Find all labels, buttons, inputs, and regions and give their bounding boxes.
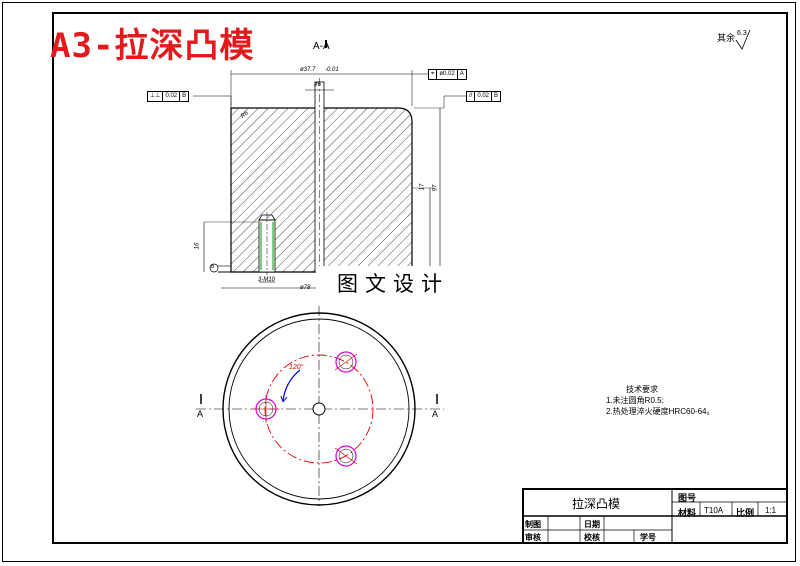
- drawing-no-label: 图号: [678, 493, 697, 503]
- dim-top-width: ø37.7: [300, 67, 316, 73]
- roughness-prefix: 其余: [717, 33, 736, 43]
- student-no-label: 学号: [640, 533, 656, 542]
- outer-circle: [222, 312, 416, 506]
- title-block: 拉深凸模 图号 材料 T10A 比例 1:1 制图 审核 日期 校核 学号: [522, 488, 788, 544]
- position-icon: ⌖: [429, 70, 438, 79]
- tolerance-frame-left: ⊥⊥ 0.02 B: [147, 91, 190, 102]
- datum-b-label: B: [211, 264, 215, 270]
- roughness-icon: [735, 29, 751, 50]
- reviewed-label: 校核: [584, 533, 600, 542]
- dim-top-tol: -0.01: [325, 67, 339, 73]
- parallel-icon: ⊥⊥: [148, 92, 164, 101]
- center-hole: [312, 402, 326, 416]
- part-name: 拉深凸模: [572, 497, 621, 511]
- tech-item-2: 2.热处理淬火硬度HRC60-64。: [606, 407, 715, 416]
- tech-requirements: 技术要求 1.未注圆角R0.5; 2.热处理淬火硬度HRC60-64。: [606, 384, 714, 417]
- dim-pin-height: 16: [194, 242, 201, 250]
- dim-height-total: 97: [432, 184, 439, 192]
- drawn-label: 制图: [525, 520, 541, 529]
- dim-center-hole: ø6: [314, 82, 322, 88]
- angle-label: 120°: [289, 364, 304, 371]
- dim-height-mid: 17: [419, 183, 426, 191]
- dim-bottom-width: ø78: [300, 285, 311, 291]
- title-block-grid: [522, 488, 788, 544]
- tech-item-1: 1.未注圆角R0.5;: [606, 396, 664, 405]
- dim-pin-hole: 3-M10: [258, 277, 276, 283]
- bolt-hole-2: [334, 351, 358, 373]
- bolt-hole-3: [334, 445, 358, 467]
- scale-value: 1:1: [765, 506, 777, 515]
- date-label: 日期: [584, 520, 600, 529]
- roughness-value: 6.3: [737, 30, 747, 37]
- material-value: T10A: [704, 506, 724, 515]
- checked-label: 审核: [525, 533, 541, 542]
- tolerance-frame-top: ⌖ ø0.02 A: [428, 69, 467, 80]
- scale-label: 比例: [736, 508, 755, 518]
- tech-heading: 技术要求: [626, 385, 658, 394]
- material-label: 材料: [678, 508, 697, 518]
- bolt-hole-1: [252, 395, 280, 423]
- plan-view: [196, 306, 444, 506]
- section-view: [193, 40, 469, 289]
- drawing-border: [52, 12, 788, 544]
- inner-circle: [228, 318, 410, 500]
- watermark: 图文设计: [316, 266, 470, 300]
- angle-arc: [282, 369, 301, 403]
- section-mark-right: A: [432, 409, 439, 419]
- section-label: A-A: [313, 41, 330, 52]
- flatness-icon: //: [467, 92, 476, 101]
- tolerance-frame-right: // 0.02 B: [466, 91, 502, 102]
- section-mark-left: A: [197, 409, 204, 419]
- drawing-title: A3-拉深凸模: [50, 26, 255, 66]
